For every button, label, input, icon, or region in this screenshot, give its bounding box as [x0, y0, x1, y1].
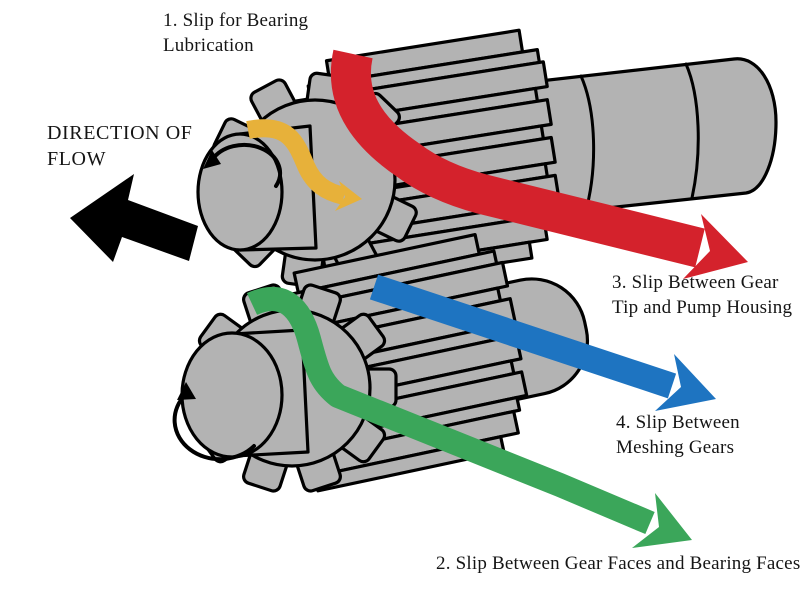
- gear-tip-housing-slip-arrow: [330, 49, 748, 279]
- label-direction-of-flow: DIRECTION OF FLOW: [47, 122, 193, 171]
- label-slip-meshing-gears: 4. Slip Between Meshing Gears: [616, 412, 740, 459]
- yellow-arrowhead-icon: [335, 181, 362, 211]
- blue-arrowhead-icon: [655, 354, 716, 411]
- upper-rotation-arrow-icon: [203, 142, 283, 188]
- label-slip-gear-faces-bearing-faces: 2. Slip Between Gear Faces and Bearing F…: [436, 553, 800, 574]
- label-slip-gear-tip-housing: 3. Slip Between Gear Tip and Pump Housin…: [612, 272, 793, 319]
- meshing-gears-slip-arrow: [369, 274, 716, 411]
- lower-hub: [172, 328, 310, 462]
- lower-rotation-arrow-icon: [172, 382, 256, 462]
- bearing-lubrication-slip-arrow: [246, 119, 362, 211]
- upper-drive-shaft: [494, 57, 778, 221]
- flow-direction-arrow-icon: [70, 174, 198, 262]
- green-arrowhead-icon: [632, 493, 692, 548]
- label-slip-bearing-lubrication: 1. Slip for Bearing Lubrication: [163, 10, 309, 57]
- red-arrowhead-icon: [683, 214, 748, 279]
- gear-faces-slip-arrow: [246, 287, 692, 548]
